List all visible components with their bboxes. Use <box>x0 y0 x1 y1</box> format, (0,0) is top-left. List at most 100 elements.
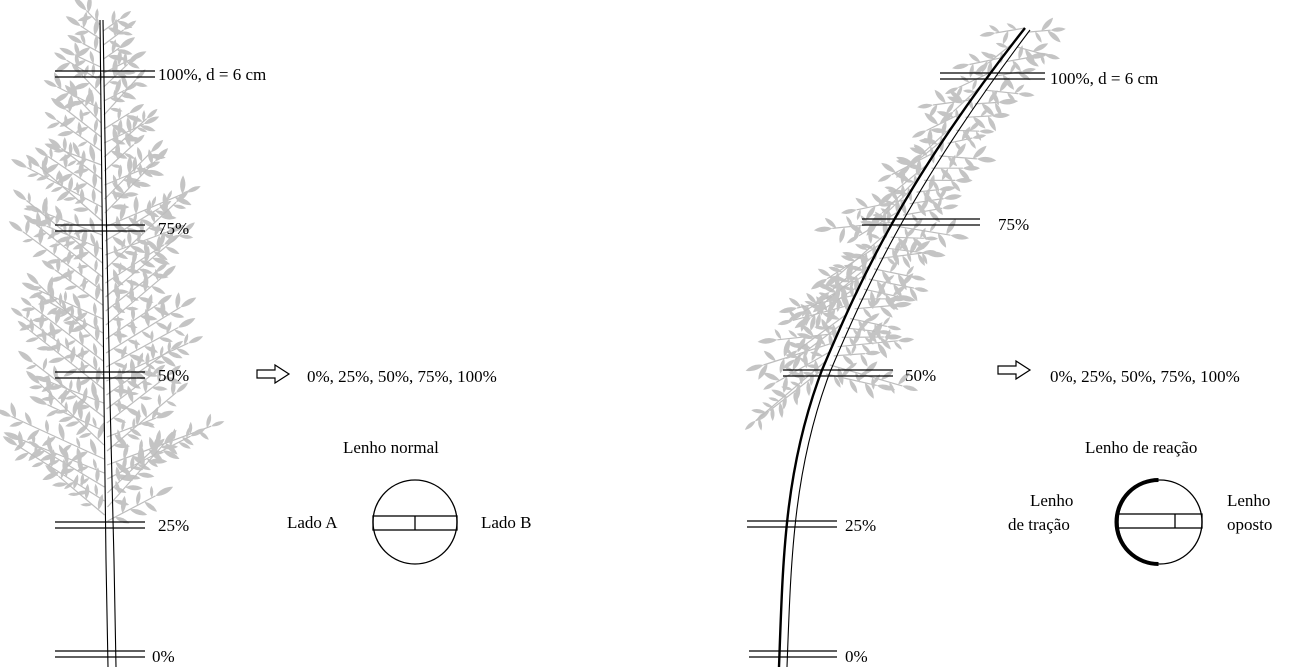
leaf <box>62 459 68 477</box>
leaf <box>150 343 156 360</box>
leaf <box>947 96 963 104</box>
leaf <box>150 330 154 343</box>
leaf <box>14 452 29 461</box>
leaf <box>870 290 876 307</box>
leaf <box>31 462 44 468</box>
branch <box>104 144 135 172</box>
leaf <box>768 397 779 402</box>
leaf <box>64 84 78 99</box>
leaf <box>871 377 875 390</box>
leaf <box>890 260 898 273</box>
leaf <box>121 362 128 374</box>
leaf <box>60 467 64 479</box>
branch <box>103 29 124 46</box>
leaf <box>25 219 30 235</box>
leaf <box>67 267 72 282</box>
leaf <box>135 409 141 426</box>
branch <box>11 415 105 460</box>
leaf <box>157 368 162 383</box>
leaf <box>188 421 193 434</box>
leaf <box>91 381 97 400</box>
leaf <box>882 316 891 326</box>
leaf <box>167 340 172 353</box>
left-height-markers <box>55 70 155 658</box>
leaf <box>76 376 82 394</box>
leaf <box>183 333 189 345</box>
leaf <box>1032 43 1049 52</box>
leaf <box>130 318 136 336</box>
leaf <box>127 230 132 246</box>
leaf <box>981 103 995 117</box>
leaf <box>72 141 80 157</box>
leaf <box>140 125 156 132</box>
leaf <box>78 433 92 438</box>
leaf <box>829 298 834 311</box>
leaf <box>866 313 880 322</box>
branch <box>103 112 130 130</box>
leaf <box>828 266 843 273</box>
leaf <box>146 199 152 215</box>
leaf <box>906 265 914 276</box>
leaf <box>82 387 88 402</box>
branch <box>103 47 120 60</box>
leaf <box>115 78 121 95</box>
leaf <box>55 306 61 325</box>
leaf <box>995 42 1008 48</box>
left-side-a-label: Lado A <box>287 513 338 532</box>
leaf <box>155 486 174 496</box>
leaf <box>880 306 893 318</box>
leaf <box>211 421 225 427</box>
leaf <box>946 102 955 115</box>
leaf <box>861 344 872 355</box>
leaf <box>155 210 170 217</box>
leaf <box>59 47 76 56</box>
leaf <box>132 156 138 173</box>
leaf <box>865 205 876 220</box>
leaf <box>13 189 27 201</box>
leaf <box>50 449 56 468</box>
leaf <box>17 430 23 448</box>
leaf <box>112 58 118 77</box>
leaf <box>143 116 160 124</box>
leaf <box>51 227 55 239</box>
leaf <box>877 280 886 297</box>
leaf <box>152 364 166 375</box>
left-label-50: 50% <box>158 366 189 385</box>
leaf <box>855 372 861 383</box>
branch <box>873 268 911 277</box>
leaf <box>841 208 857 214</box>
leaf <box>864 337 874 345</box>
leaf <box>122 192 139 197</box>
leaf <box>867 299 874 310</box>
leaf <box>151 286 166 294</box>
leaf <box>27 192 31 204</box>
leaf <box>153 411 164 416</box>
leaf <box>137 464 151 471</box>
leaf <box>814 342 819 356</box>
leaf <box>968 53 981 63</box>
leaf <box>67 492 80 497</box>
branch <box>106 374 169 424</box>
leaf <box>123 20 137 30</box>
leaf <box>885 293 895 311</box>
leaf <box>85 89 93 107</box>
leaf <box>114 282 121 301</box>
leaf <box>53 149 65 153</box>
leaf <box>93 355 98 370</box>
leaf <box>29 385 43 390</box>
leaf <box>54 72 62 89</box>
leaf <box>94 259 98 272</box>
leaf <box>67 160 77 167</box>
leaf <box>836 298 841 312</box>
right-tension-label-line1: Lenho <box>1030 491 1073 510</box>
left-disc-diagram <box>372 479 458 565</box>
right-disc-diagram <box>1114 478 1203 566</box>
leaf <box>902 255 911 269</box>
leaf <box>150 209 155 223</box>
leaf <box>1012 60 1021 72</box>
branch <box>54 269 104 306</box>
branch <box>838 232 888 276</box>
leaf <box>121 73 128 90</box>
leaf <box>909 287 918 302</box>
